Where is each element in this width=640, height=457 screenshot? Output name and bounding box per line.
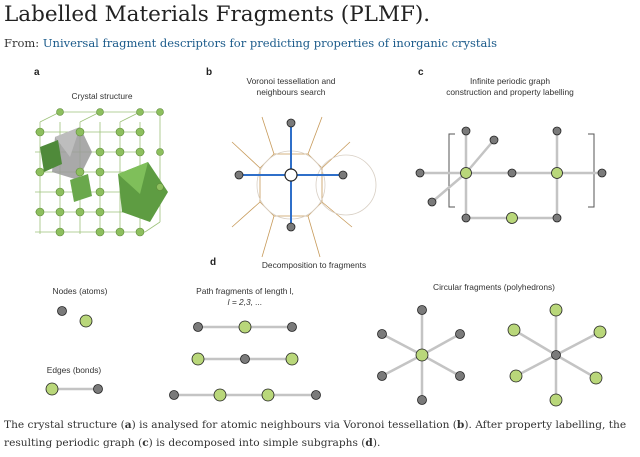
periodic-graph — [415, 126, 607, 224]
circular-fragment-2 — [507, 303, 607, 407]
nodes-label: Nodes (atoms) — [53, 286, 108, 296]
caption-text-2: ) is analysed for atomic neighbours via … — [131, 419, 457, 431]
panel-b-letter: b — [206, 67, 212, 78]
panel-c-title-line2: construction and property labelling — [446, 87, 574, 97]
circular-fragment-1 — [377, 305, 465, 405]
path-fragments — [169, 320, 321, 402]
page-title: Labelled Materials Fragments (PLMF). — [4, 2, 431, 27]
source-article-link[interactable]: Universal fragment descriptors for predi… — [42, 36, 497, 50]
panel-a-title: Crystal structure — [72, 91, 133, 101]
node-examples — [57, 306, 93, 328]
panel-c-letter: c — [418, 67, 424, 78]
panel-b-title-line2: neighbours search — [257, 87, 326, 97]
path-fragments-label-line2: l = 2,3, ... — [228, 297, 263, 307]
source-line: From: Universal fragment descriptors for… — [4, 36, 497, 50]
panel-d-title: Decomposition to fragments — [262, 260, 366, 270]
caption-text-5: ). — [372, 437, 381, 449]
figure-caption: The crystal structure (a) is analysed fo… — [4, 416, 636, 452]
caption-ref-a: a — [124, 419, 132, 431]
caption-text-3: ). After property labelling, the resulti… — [4, 419, 627, 449]
caption-ref-b: b — [456, 419, 465, 431]
panel-b-title-line1: Voronoi tessellation and — [247, 76, 336, 86]
caption-ref-c: c — [142, 437, 149, 449]
circular-fragments-label: Circular fragments (polyhedrons) — [433, 282, 555, 292]
source-prefix: From: — [4, 36, 40, 50]
caption-text-4: ) is decomposed into simple subgraphs ( — [148, 437, 366, 449]
caption-text-1: The crystal structure ( — [4, 419, 125, 431]
crystal-structure-image — [35, 108, 168, 237]
panel-c-title-line1: Infinite periodic graph — [470, 76, 550, 86]
edge-example — [45, 382, 103, 396]
caption-ref-d: d — [365, 437, 373, 449]
path-fragments-label-line1: Path fragments of length l, — [196, 286, 294, 296]
plmf-figure: a Crystal structure b V — [34, 67, 607, 407]
voronoi-diagram — [231, 116, 377, 258]
edges-label: Edges (bonds) — [47, 365, 102, 375]
panel-d-letter: d — [210, 257, 216, 268]
panel-a-letter: a — [34, 67, 40, 78]
